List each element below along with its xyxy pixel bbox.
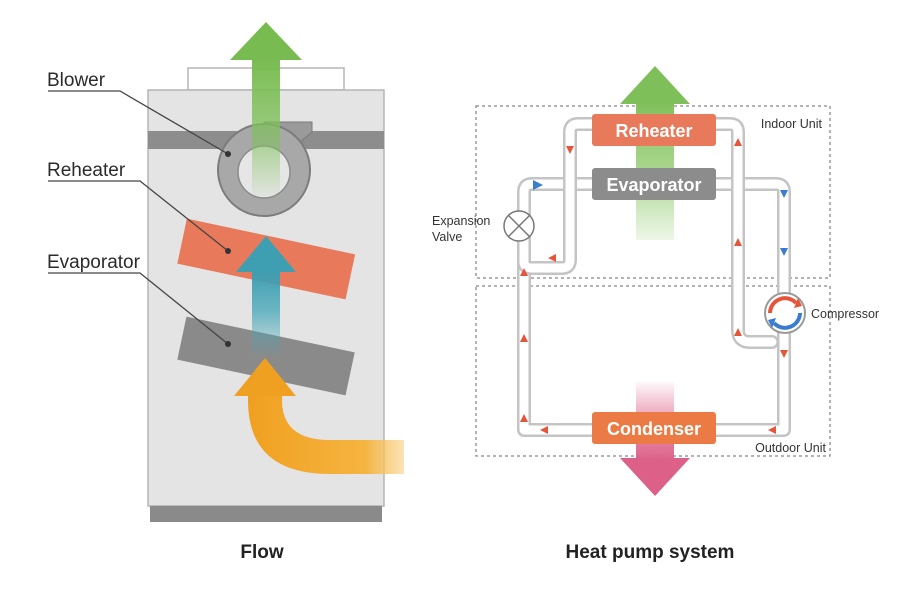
flow-caption: Flow <box>240 542 283 563</box>
evaporator-component-label: Evaporator <box>606 175 701 195</box>
intake-air-arrow <box>234 358 404 474</box>
exhaust-air-arrow <box>230 22 302 196</box>
reheater-marker <box>225 248 231 254</box>
dry-air-arrow <box>620 66 690 240</box>
evaporator-panel <box>177 316 355 396</box>
outdoor-unit-label: Outdoor Unit <box>755 441 826 455</box>
blower-label: Blower <box>47 70 106 91</box>
evaporator-box: Evaporator <box>592 168 716 200</box>
compressor-label: Compressor <box>811 307 879 321</box>
reheater-label: Reheater <box>47 160 126 181</box>
refrigerant-flow-arrows <box>520 138 788 434</box>
outdoor-unit-box <box>475 285 831 457</box>
condenser-component-label: Condenser <box>607 419 701 439</box>
expansion-valve-icon <box>503 210 535 242</box>
blower-marker <box>225 151 231 157</box>
flow-diagram: Blower Reheater Evaporator Flow <box>47 22 404 563</box>
expansion-valve-label-line1: Expansion <box>432 214 490 228</box>
evaporator-marker <box>225 341 231 347</box>
reheater-box: Reheater <box>592 114 716 146</box>
dehumidified-air-arrow <box>236 236 296 354</box>
heat-pump-caption: Heat pump system <box>566 542 735 563</box>
leader-lines <box>48 90 229 345</box>
indoor-unit-label: Indoor Unit <box>761 117 823 131</box>
evaporator-label: Evaporator <box>47 252 141 273</box>
reheater-component-label: Reheater <box>615 121 692 141</box>
expansion-valve-label-line2: Valve <box>432 230 462 244</box>
compressor-icon <box>764 292 806 334</box>
heat-pump-diagram: Reheater Evaporator Condenser Indoor Uni… <box>432 66 879 563</box>
condenser-box: Condenser <box>592 412 716 444</box>
unit-base <box>150 506 382 522</box>
